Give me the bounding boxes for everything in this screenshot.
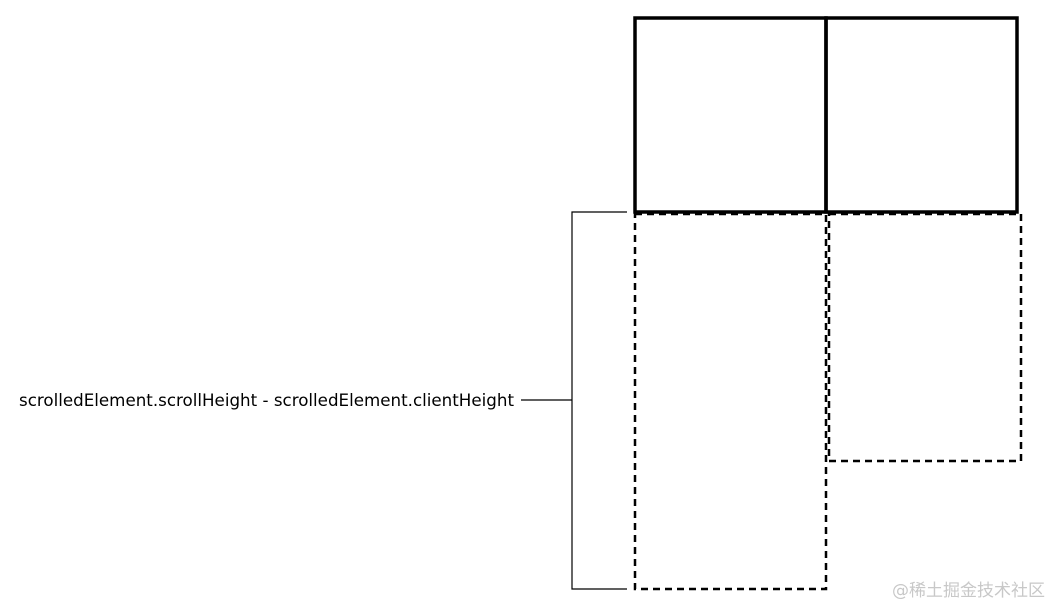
overflow-box-left [633, 212, 828, 591]
visible-box-right [824, 16, 1019, 214]
measurement-bracket [521, 211, 627, 590]
scroll-distance-label: scrolledElement.scrollHeight - scrolledE… [19, 391, 514, 411]
visible-viewport [633, 16, 1019, 214]
overflow-content [633, 212, 1023, 591]
visible-box-left [633, 16, 828, 214]
watermark: @稀土掘金技术社区 [892, 581, 1045, 601]
bracket-line [571, 211, 627, 590]
overflow-box-right [827, 212, 1023, 463]
